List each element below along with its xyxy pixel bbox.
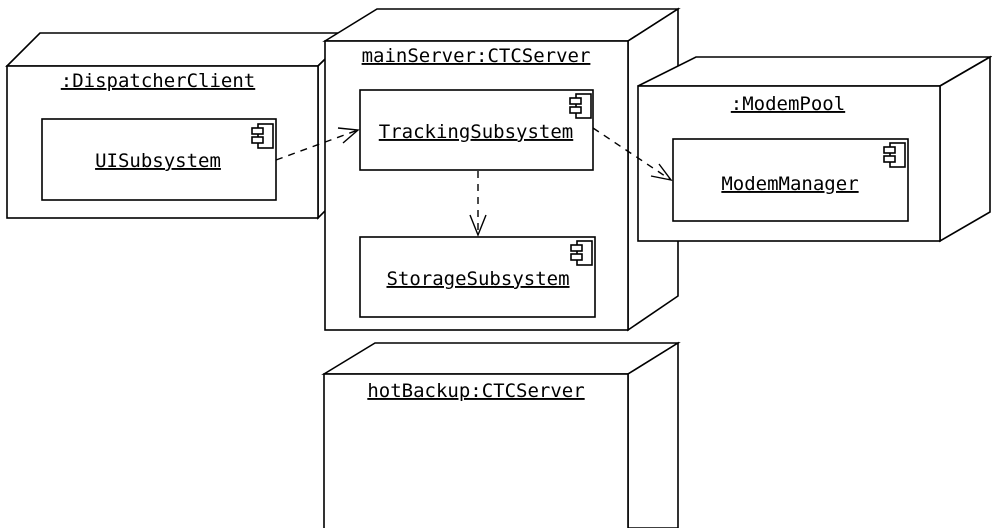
- arrow-head: [650, 163, 673, 182]
- component-tracking-subsystem[interactable]: TrackingSubsystem: [359, 89, 594, 171]
- arrow-head: [337, 127, 360, 144]
- node-top-face: [637, 56, 992, 87]
- dependency-tracking-to-modem-manager: [592, 127, 673, 182]
- node-hot-backup[interactable]: hotBackup:CTCServer: [321, 341, 681, 528]
- dependency-tracking-to-storage: [469, 171, 487, 237]
- component-box: [359, 89, 594, 171]
- node-label: :DispatcherClient: [61, 70, 255, 92]
- component-box: [41, 118, 277, 201]
- arrow-head: [469, 214, 487, 237]
- component-storage-subsystem[interactable]: StorageSubsystem: [359, 236, 596, 318]
- node-top-face: [5, 32, 354, 67]
- node-side-face: [627, 341, 679, 528]
- node-side-face: [939, 55, 991, 243]
- node-label: mainServer:CTCServer: [362, 45, 591, 67]
- node-label: :ModemPool: [731, 93, 845, 115]
- dependency-ui-to-tracking: [275, 127, 360, 161]
- node-front-face: [323, 373, 629, 528]
- component-modem-manager[interactable]: ModemManager: [672, 138, 909, 222]
- component-box: [359, 236, 596, 318]
- component-icon: [569, 93, 592, 119]
- node-label: hotBackup:CTCServer: [367, 380, 584, 402]
- component-label: StorageSubsystem: [386, 268, 569, 290]
- component-label: ModemManager: [721, 173, 858, 195]
- component-ui-subsystem[interactable]: UISubsystem: [41, 118, 277, 201]
- component-icon: [883, 142, 906, 168]
- dependency-line: [592, 127, 672, 181]
- node-top-face: [321, 342, 681, 375]
- node-top-face: [322, 8, 681, 42]
- component-icon: [251, 123, 274, 149]
- component-box: [672, 138, 909, 222]
- component-icon: [570, 240, 593, 266]
- component-label: TrackingSubsystem: [379, 121, 573, 143]
- component-label: UISubsystem: [95, 150, 221, 172]
- dependency-line: [275, 129, 359, 161]
